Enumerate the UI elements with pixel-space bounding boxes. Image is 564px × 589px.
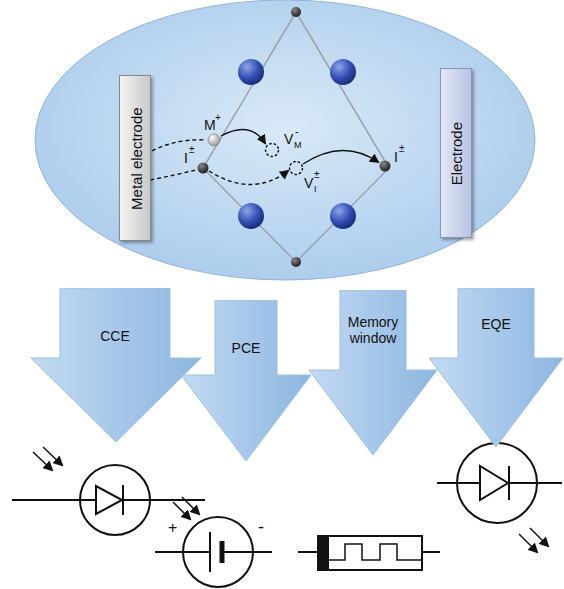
- arrow-shape: [428, 288, 564, 448]
- memristor-symbol: [298, 536, 440, 570]
- charge-sign: ±: [189, 145, 195, 155]
- solar-cell-symbol: [155, 497, 272, 587]
- lattice-spheres: [238, 59, 356, 229]
- node-label: Memory window: [344, 314, 402, 346]
- vacancy-subscript: M: [294, 141, 302, 150]
- node-label: PCE: [219, 340, 273, 356]
- metal-vacancy: [266, 144, 279, 157]
- arrow-shape: [180, 300, 312, 462]
- charge-sign: ±: [399, 144, 405, 154]
- polarity-sign: -: [258, 518, 264, 536]
- photodiode-symbol: [12, 447, 205, 535]
- node-label: Metal electrode: [127, 108, 144, 211]
- metal-electrode-box: Metal electrode: [119, 75, 151, 241]
- memory-window-arrow: Memory window: [308, 290, 438, 456]
- vacancy-subscript: I: [314, 185, 317, 194]
- charge-sign: +: [215, 113, 221, 123]
- vacancy-label: V: [284, 132, 293, 146]
- halide-vacancy: [290, 162, 303, 175]
- cce-arrow: CCE: [30, 288, 202, 443]
- arrow-shape: [30, 288, 202, 443]
- metal-ion: [208, 134, 220, 146]
- node-label: EQE: [462, 316, 530, 332]
- ion-label: I: [184, 151, 188, 165]
- migration-arrows: [140, 129, 378, 184]
- polarity-sign: +: [168, 520, 177, 536]
- charge-sign: ±: [314, 170, 320, 180]
- pce-arrow: PCE: [180, 300, 312, 462]
- eqe-arrow: EQE: [428, 288, 564, 448]
- vacancy-label: V: [304, 176, 313, 190]
- node-label: CCE: [64, 328, 166, 344]
- anion-dots: [198, 7, 391, 267]
- charge-sign: -: [295, 126, 299, 137]
- node-label: Electrode: [448, 122, 465, 185]
- electrode-box: Electrode: [440, 68, 472, 238]
- ion-label: M: [204, 118, 216, 132]
- region-ellipse: [35, 0, 535, 280]
- ion-label: I: [394, 150, 398, 164]
- led-symbol: [437, 443, 562, 552]
- lattice-lines: [203, 12, 389, 262]
